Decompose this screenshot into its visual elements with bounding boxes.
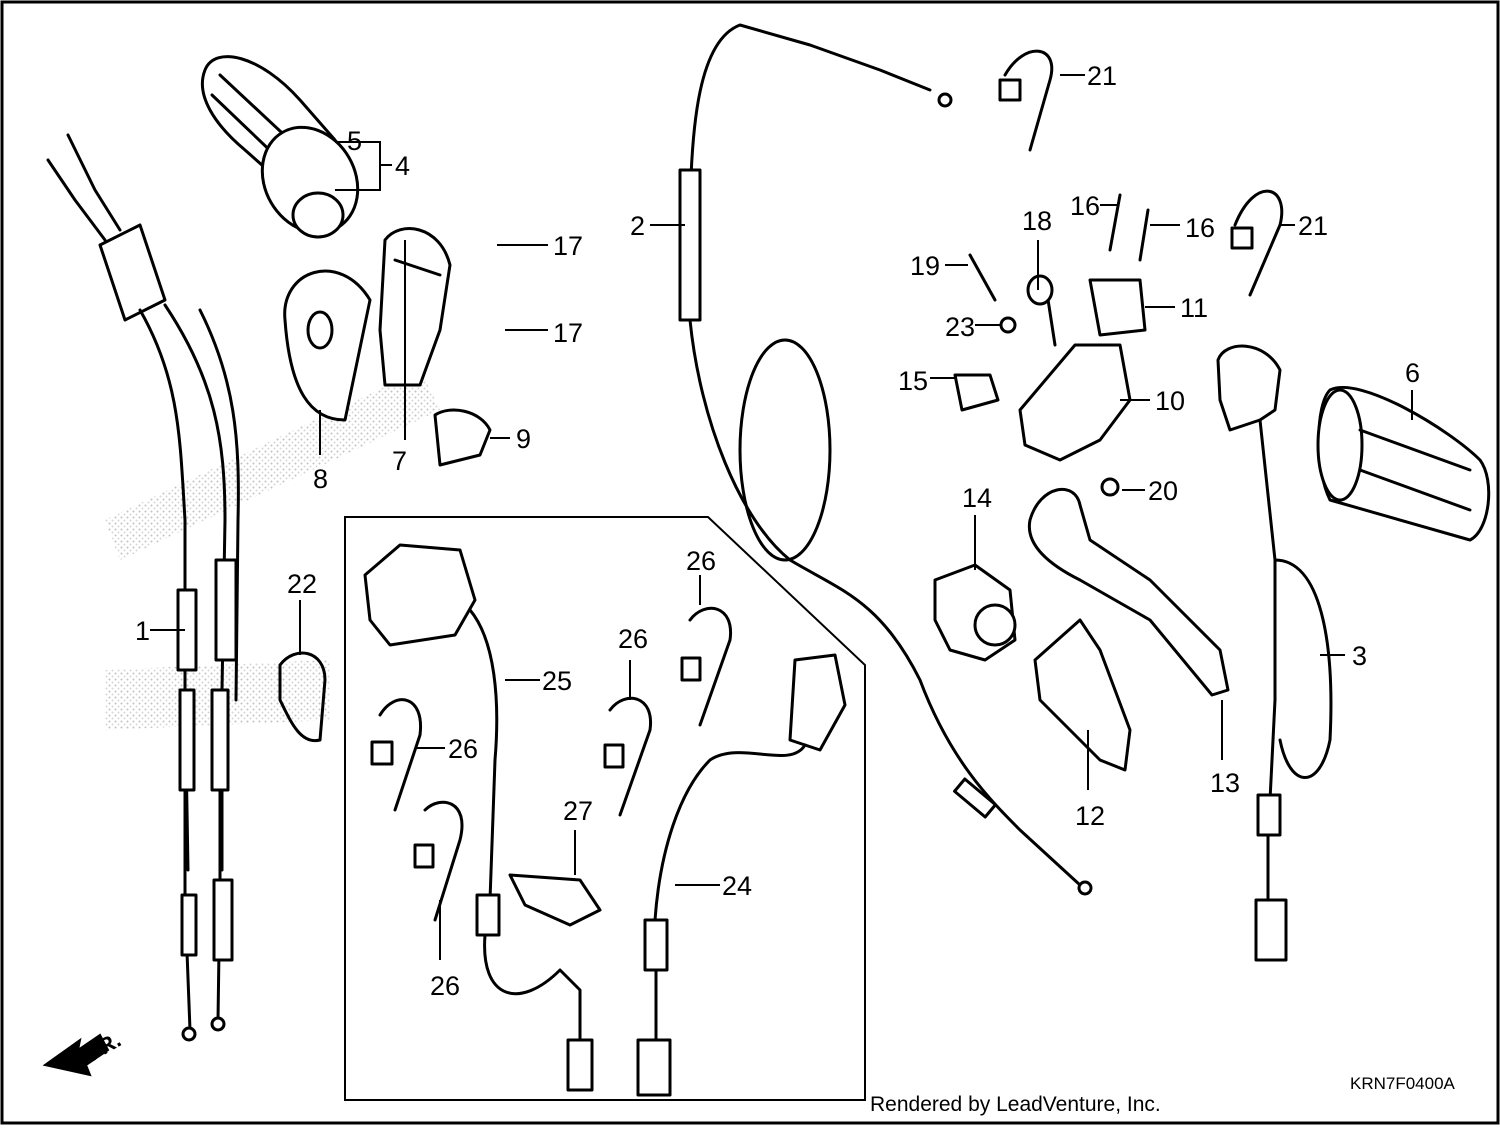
throttle-grip [200,55,360,239]
throttle-housing [283,227,492,467]
cable-clip-top [998,49,1054,152]
callout-23: 23 [945,312,975,342]
callout-10: 10 [1155,386,1185,416]
callout-21-upper: 21 [1087,61,1117,91]
watermark-band-upper [105,370,440,560]
hot-start-cable [1216,344,1333,962]
clutch-lever [1027,487,1230,697]
wire-clip-c [603,696,652,817]
cable-clamp [278,651,327,743]
inset-box [344,516,866,1101]
left-grip [1316,386,1491,542]
hot-start-lever-assembly [933,563,1017,662]
callout-15: 15 [898,366,928,396]
callout-12: 12 [1075,801,1105,831]
callout-26-b: 26 [430,971,460,1001]
callout-17-upper: 17 [553,231,583,261]
callout-26-d: 26 [686,546,716,576]
callout-25: 25 [542,666,572,696]
callout-1: 1 [135,616,150,646]
callout-4: 4 [395,151,410,181]
callout-20: 20 [1148,476,1178,506]
callout-26-c: 26 [618,624,648,654]
callout-21-lower: 21 [1298,211,1328,241]
front-arrow-icon [42,1033,110,1077]
throttle-cable-assembly [46,133,240,1042]
render-credit: Rendered by LeadVenture, Inc. [870,1093,1161,1116]
clutch-lever-bracket [953,193,1150,497]
callout-19: 19 [910,251,940,281]
callout-6: 6 [1405,358,1420,388]
diagram-code: KRN7F0400A [1350,1074,1455,1093]
callout-18: 18 [1022,206,1052,236]
callout-16-left: 16 [1070,191,1100,221]
callout-2: 2 [630,211,645,241]
front-direction-marker: FR. [42,1027,125,1077]
callout-16-right: 16 [1185,213,1215,243]
switch-clamp [508,873,602,927]
callout-7: 7 [392,446,407,476]
callout-3: 3 [1352,641,1367,671]
callout-9: 9 [516,424,531,454]
callout-13: 13 [1210,768,1240,798]
callout-17-lower: 17 [553,318,583,348]
callout-26-a: 26 [448,734,478,764]
cable-clip-mid [1230,189,1284,297]
callout-labels: 1 2 3 4 5 6 7 8 9 10 11 12 13 14 15 16 1… [135,61,1420,1001]
lever-holder-cover [1033,618,1132,772]
callout-8: 8 [313,464,328,494]
callout-22: 22 [287,569,317,599]
wire-clip-a [370,698,422,812]
leader-lines [150,74,1413,960]
callout-11: 11 [1180,293,1208,323]
wire-clip-d [680,606,732,727]
mode-switch-wire [636,653,847,1097]
callout-14: 14 [962,483,992,513]
callout-24: 24 [722,871,752,901]
clutch-cable [678,23,1093,896]
engine-stop-switch [363,543,594,1092]
callout-5: 5 [347,126,362,156]
wire-clip-b [413,800,464,922]
callout-27: 27 [563,796,593,826]
